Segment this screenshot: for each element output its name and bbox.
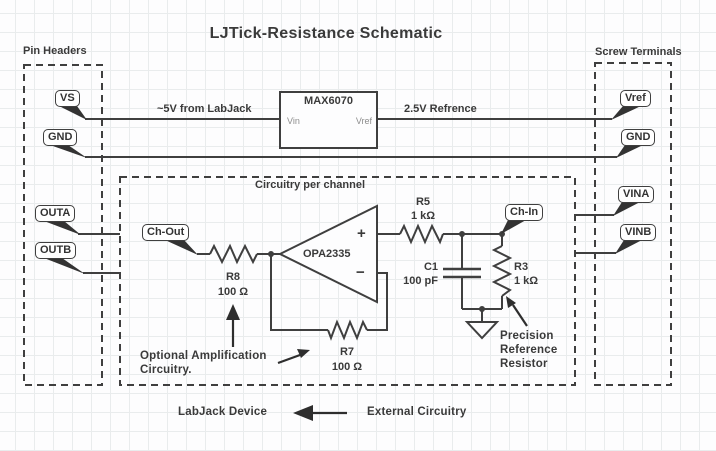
net-ch-out: Ch-Out <box>142 224 190 241</box>
r7-arrow-head <box>297 349 310 358</box>
chin-callout-tail <box>501 220 526 234</box>
r5-value: 1 kΩ <box>410 210 436 222</box>
precision-note-line1: Precision <box>500 330 554 342</box>
wire-feedback-return <box>270 254 328 331</box>
r7-value: 100 Ω <box>331 361 363 373</box>
precision-note-line2: Reference <box>500 344 558 356</box>
opamp-plus-icon: + <box>357 225 366 242</box>
junction-dots <box>268 231 505 312</box>
r5-ref: R5 <box>415 196 431 208</box>
c1-ref: C1 <box>423 261 438 273</box>
pin-headers-title: Pin Headers <box>23 45 87 57</box>
r8-ref: R8 <box>225 271 241 283</box>
regulator-pin-vin: Vin <box>287 116 300 126</box>
r7-arrow-shaft <box>277 353 301 365</box>
pin-outb: OUTB <box>35 242 77 259</box>
gnd-left-callout-tail <box>50 145 87 158</box>
outa-callout-tail <box>44 221 81 235</box>
reference-note: 2.5V Refrence <box>404 103 477 115</box>
opamp-triangle <box>277 204 378 304</box>
chout-callout-tail <box>165 240 198 255</box>
net-ch-in: Ch-In <box>505 204 544 221</box>
resistor-r3 <box>491 245 513 297</box>
channel-box-title: Circuitry per channel <box>255 179 366 191</box>
channel-circuitry-box <box>119 176 576 386</box>
optional-amp-arrow-head <box>226 304 240 320</box>
regulator-box <box>279 91 378 149</box>
vina-callout-tail <box>613 202 640 216</box>
pin-gnd-left: GND <box>43 129 78 146</box>
terminal-vref: Vref <box>620 90 651 107</box>
opamp-minus-icon: − <box>356 264 365 281</box>
resistor-r7 <box>327 319 368 341</box>
terminal-vinb: VINB <box>620 224 657 241</box>
optional-amp-note-line1: Optional Amplification <box>140 350 267 362</box>
vinb-callout-tail <box>615 240 642 254</box>
optional-amp-note-line2: Circuitry. <box>140 364 192 376</box>
terminal-vina: VINA <box>618 186 655 203</box>
r8-value: 100 Ω <box>217 286 249 298</box>
page-title: LJTick-Resistance Schematic <box>209 25 443 42</box>
resistor-r5 <box>399 223 444 245</box>
supply-note: ~5V from LabJack <box>157 103 252 115</box>
r3-ref: R3 <box>514 261 529 273</box>
vs-callout-tail <box>59 106 87 120</box>
regulator-name: MAX6070 <box>304 95 353 107</box>
precision-arrow-head <box>506 296 516 308</box>
labjack-device-label: LabJack Device <box>178 406 268 418</box>
outb-callout-tail <box>44 258 85 274</box>
opamp-name: OPA2335 <box>303 248 351 260</box>
vref-callout-tail <box>611 106 641 120</box>
pin-headers-box <box>23 64 103 386</box>
screw-terminals-box <box>594 62 672 386</box>
screw-terminals-title: Screw Terminals <box>595 46 682 58</box>
precision-note-line3: Resistor <box>500 358 548 370</box>
pin-vs: VS <box>55 90 80 107</box>
c1-value: 100 pF <box>403 275 438 287</box>
r7-ref: R7 <box>339 346 355 358</box>
resistor-r8 <box>209 243 258 265</box>
ground-icon <box>464 321 500 340</box>
external-circuitry-label: External Circuitry <box>367 406 467 418</box>
wire-minus-feedback <box>367 272 388 331</box>
pin-outa: OUTA <box>35 205 76 222</box>
r3-value: 1 kΩ <box>514 275 539 287</box>
regulator-pin-vref: Vref <box>355 116 372 126</box>
precision-arrow-shaft <box>512 304 528 327</box>
gnd-right-callout-tail <box>616 145 643 158</box>
terminal-gnd-right: GND <box>621 129 656 146</box>
region-arrow-head <box>293 405 313 421</box>
